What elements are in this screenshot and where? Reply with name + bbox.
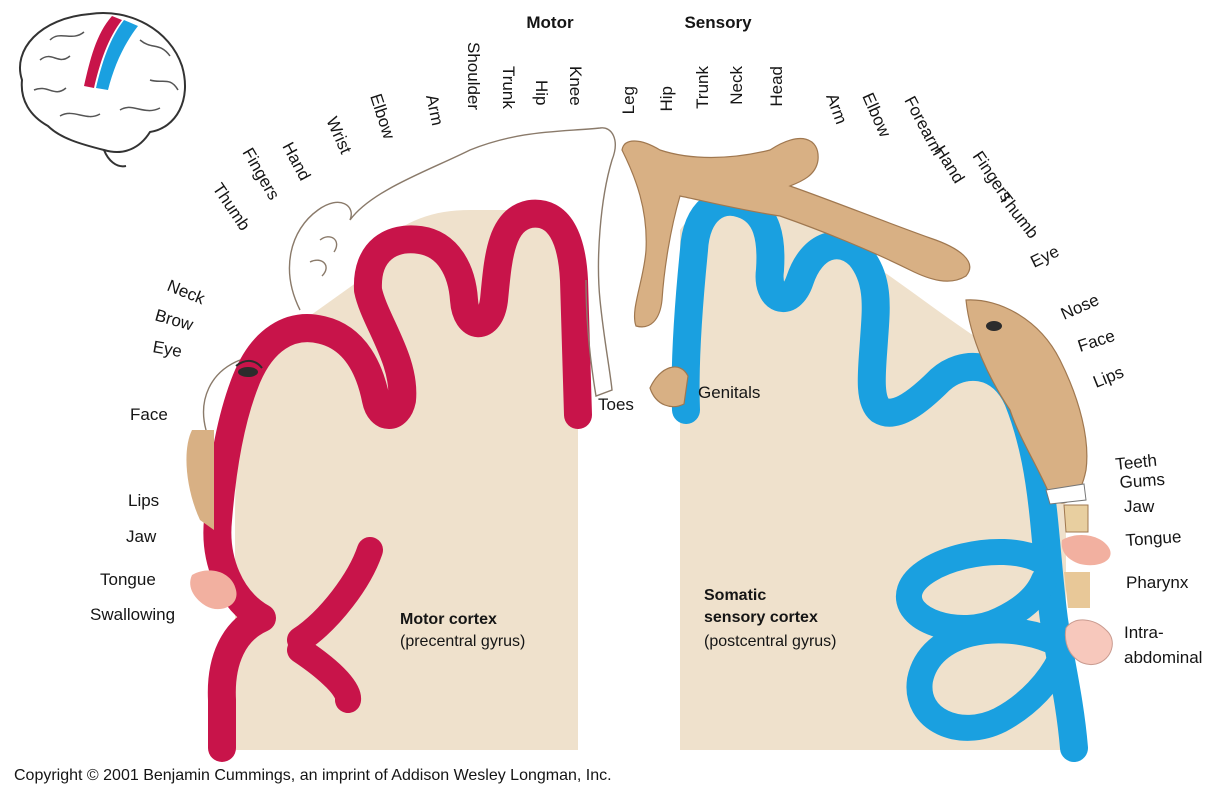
- motor-tongue-figure: [190, 570, 237, 610]
- motor-cortex-ribbon: [203, 199, 592, 762]
- sensory-label: Jaw: [1124, 497, 1155, 516]
- sensory-label: Lips: [1090, 362, 1126, 391]
- motor-face-skin: [186, 430, 214, 530]
- motor-cortex-subtitle: (precentral gyrus): [400, 633, 525, 650]
- sensory-label: Teeth: [1114, 451, 1157, 474]
- copyright-notice: Copyright © 2001 Benjamin Cummings, an i…: [14, 767, 612, 784]
- motor-tissue: [235, 210, 578, 750]
- sensory-label: Elbow: [858, 90, 894, 141]
- sensory-cortex-subtitle: (postcentral gyrus): [704, 633, 837, 650]
- motor-label: Wrist: [322, 114, 355, 157]
- sensory-label: abdominal: [1124, 648, 1202, 667]
- sensory-label: Intra-: [1124, 623, 1164, 642]
- sensory-label: Face: [1075, 326, 1117, 356]
- sensory-homunculus-figure: [621, 138, 1088, 504]
- sensory-jaw-figure: [1063, 504, 1089, 533]
- motor-label: Knee: [566, 66, 585, 106]
- sensory-pharynx-figure: [1064, 572, 1090, 608]
- sensory-label: Hip: [657, 86, 676, 112]
- sensory-cortex-fold: [896, 539, 1073, 741]
- sensory-cortex-title-2: sensory cortex: [704, 609, 818, 626]
- motor-label: Eye: [151, 337, 183, 361]
- sensory-label: Hand: [931, 142, 969, 187]
- sensory-label: Eye: [1027, 242, 1062, 272]
- motor-cortex-fold: [287, 537, 383, 713]
- sensory-tissue: [680, 206, 1066, 751]
- brain-inset-icon: [19, 12, 187, 168]
- motor-cortex-title: Motor cortex: [400, 611, 497, 628]
- sensory-teeth-figure: [1045, 483, 1087, 505]
- sensory-label: Leg: [619, 86, 638, 114]
- motor-label: Brow: [153, 306, 196, 335]
- heading-motor: Motor: [526, 13, 574, 32]
- motor-label: Arm: [422, 93, 447, 127]
- motor-label: Hand: [278, 139, 314, 184]
- motor-eye-icon: [238, 367, 258, 377]
- motor-label: Lips: [128, 491, 159, 510]
- heading-sensory: Sensory: [684, 13, 752, 32]
- motor-label: Tongue: [100, 570, 156, 589]
- sensory-label: Thumb: [995, 189, 1043, 242]
- sensory-label: Nose: [1058, 290, 1102, 323]
- sensory-label: Arm: [822, 91, 851, 127]
- sensory-label: Genitals: [698, 383, 760, 402]
- motor-label: Hip: [532, 80, 551, 106]
- motor-label: Jaw: [126, 527, 157, 546]
- intra-abdominal-figure: [1064, 619, 1113, 666]
- motor-label: Fingers: [239, 145, 284, 204]
- motor-label: Toes: [598, 395, 634, 414]
- sensory-label: Neck: [727, 66, 746, 105]
- motor-label: Face: [130, 405, 168, 424]
- sensory-label: Head: [767, 66, 786, 107]
- motor-label: Neck: [165, 276, 208, 308]
- motor-label: Shoulder: [464, 42, 483, 110]
- motor-label: Swallowing: [90, 605, 175, 624]
- sensory-cortex-title-1: Somatic: [704, 587, 766, 604]
- sensory-label: Gums: [1119, 470, 1166, 492]
- sensory-label: Tongue: [1125, 527, 1182, 550]
- sensory-tongue-figure: [1061, 535, 1111, 566]
- sensory-eye-icon: [986, 321, 1002, 331]
- motor-label: Thumb: [209, 180, 254, 234]
- sensory-label: Pharynx: [1126, 573, 1189, 592]
- sensory-label: Trunk: [693, 66, 712, 109]
- motor-label: Elbow: [366, 91, 399, 142]
- motor-label: Trunk: [499, 66, 518, 109]
